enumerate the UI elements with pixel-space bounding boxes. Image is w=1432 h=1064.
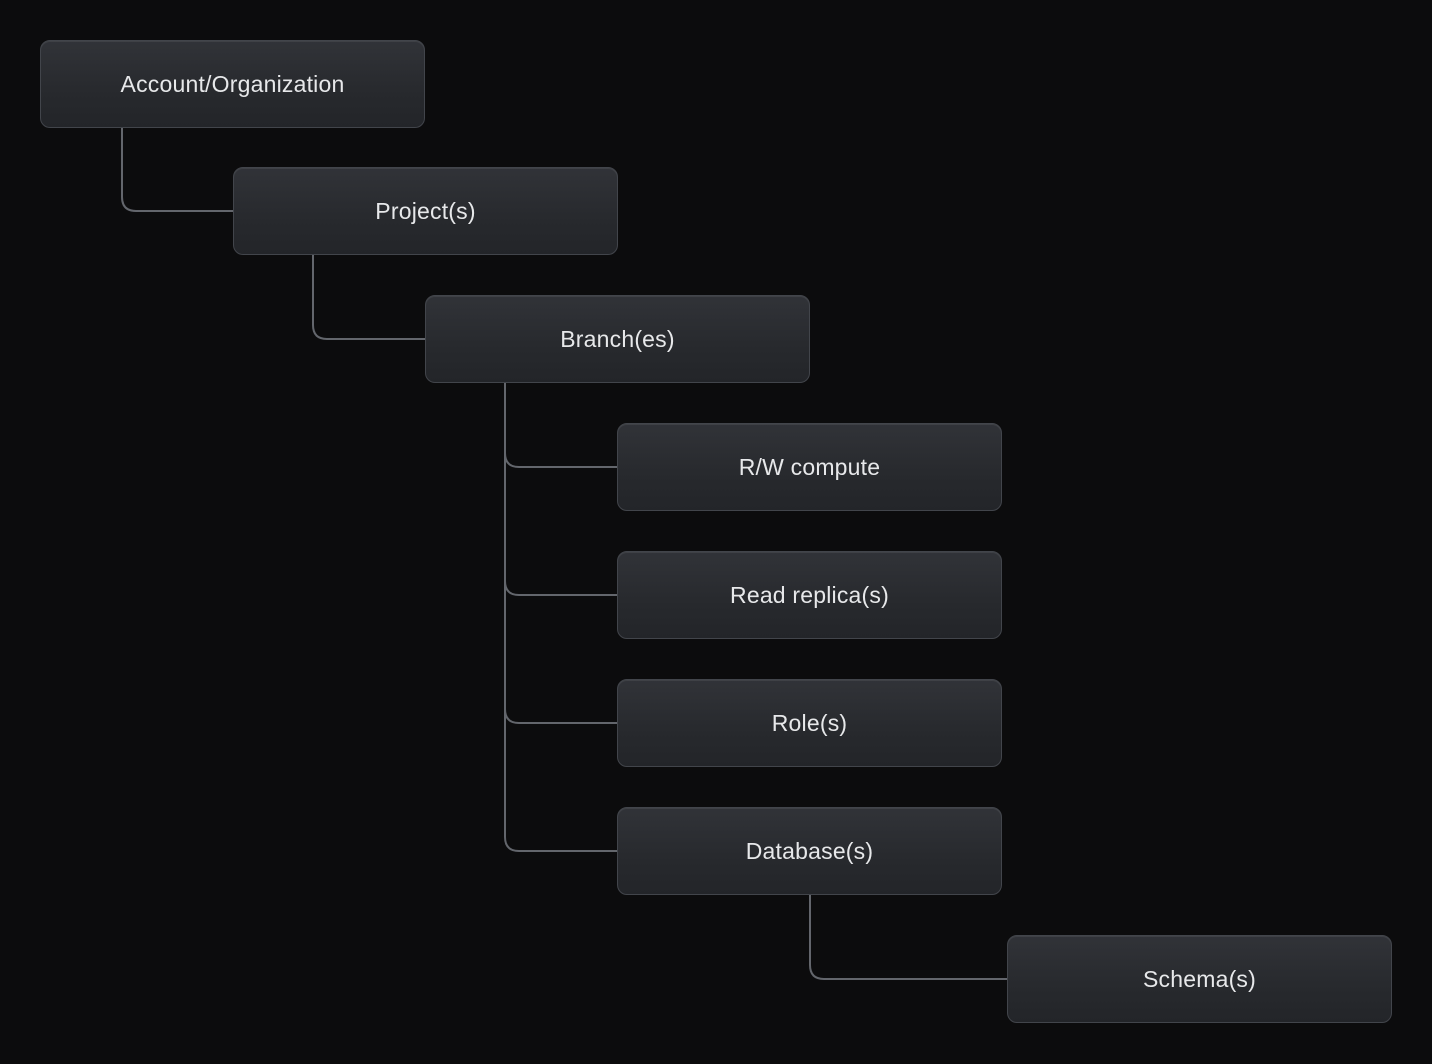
connector-account-projects — [121, 127, 233, 212]
connector-branches-roles — [504, 383, 617, 724]
node-projects: Project(s) — [233, 167, 618, 255]
node-read-replicas-label: Read replica(s) — [730, 581, 889, 608]
node-schemas: Schema(s) — [1007, 935, 1392, 1023]
node-rw-compute: R/W compute — [617, 423, 1002, 511]
node-projects-label: Project(s) — [375, 197, 476, 224]
node-roles: Role(s) — [617, 679, 1002, 767]
node-rw-compute-label: R/W compute — [738, 453, 881, 480]
connector-branches-read-replicas — [504, 383, 617, 596]
node-schemas-label: Schema(s) — [1143, 965, 1256, 992]
node-account-organization: Account/Organization — [40, 40, 425, 128]
node-databases: Database(s) — [617, 807, 1002, 895]
node-branches-label: Branch(es) — [560, 325, 675, 352]
node-account-organization-label: Account/Organization — [120, 70, 345, 97]
connector-projects-branches — [312, 255, 425, 340]
node-read-replicas: Read replica(s) — [617, 551, 1002, 639]
node-roles-label: Role(s) — [771, 709, 848, 736]
connector-branches-databases — [504, 383, 617, 852]
node-branches: Branch(es) — [425, 295, 810, 383]
connector-databases-schemas — [809, 895, 1007, 980]
node-databases-label: Database(s) — [745, 837, 874, 864]
connector-branches-rw-compute — [504, 383, 617, 468]
